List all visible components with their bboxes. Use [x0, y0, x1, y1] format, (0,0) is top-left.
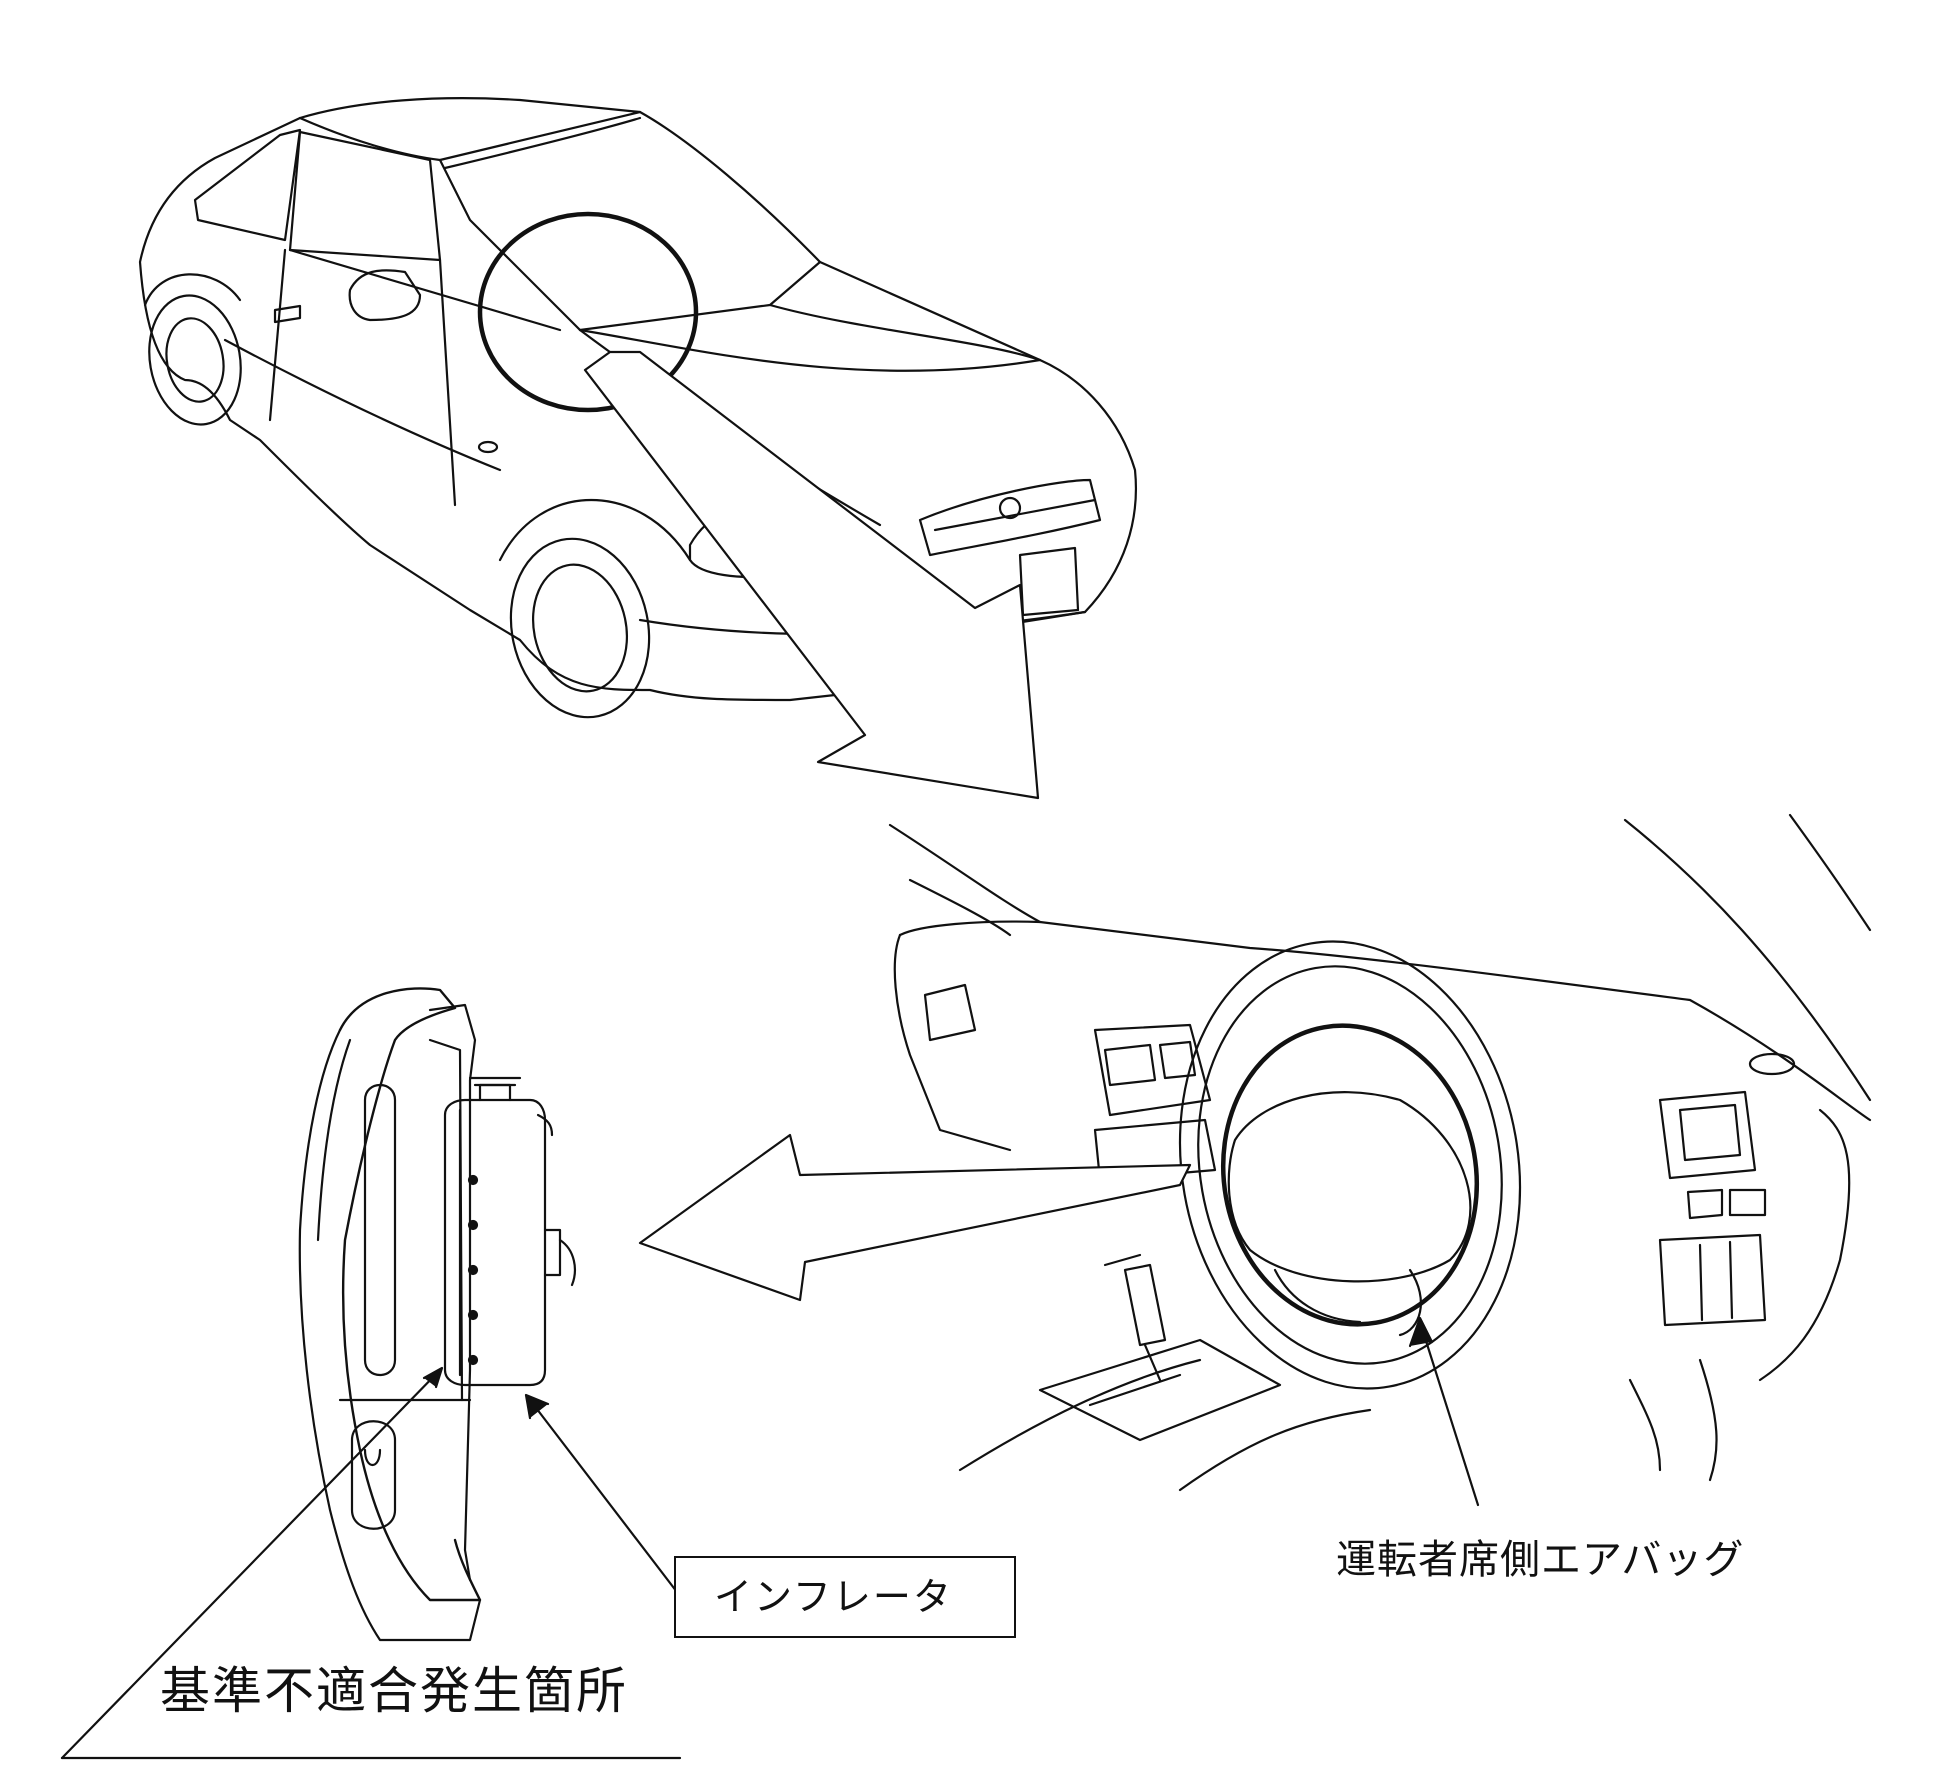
airbag-module-cross-section	[298, 987, 576, 1642]
pointer-noncompliance	[60, 1368, 442, 1760]
noncompliance-location-label: 基準不適合発生箇所	[160, 1662, 628, 1720]
inflator-label-box	[674, 1556, 1016, 1638]
inflator-label: インフレータ	[714, 1575, 953, 1619]
pointer-inflator	[528, 1398, 682, 1598]
arrow-car-to-dashboard	[583, 350, 1040, 800]
arrow-dashboard-to-airbag	[638, 1133, 1192, 1302]
highlight-circle-car	[477, 211, 699, 413]
dashboard-illustration	[888, 813, 1872, 1492]
pointer-driver-airbag	[1418, 1320, 1480, 1507]
driver-airbag-label: 運転者席側エアバッグ	[1336, 1537, 1745, 1583]
highlight-circle-airbag	[1220, 1023, 1480, 1327]
